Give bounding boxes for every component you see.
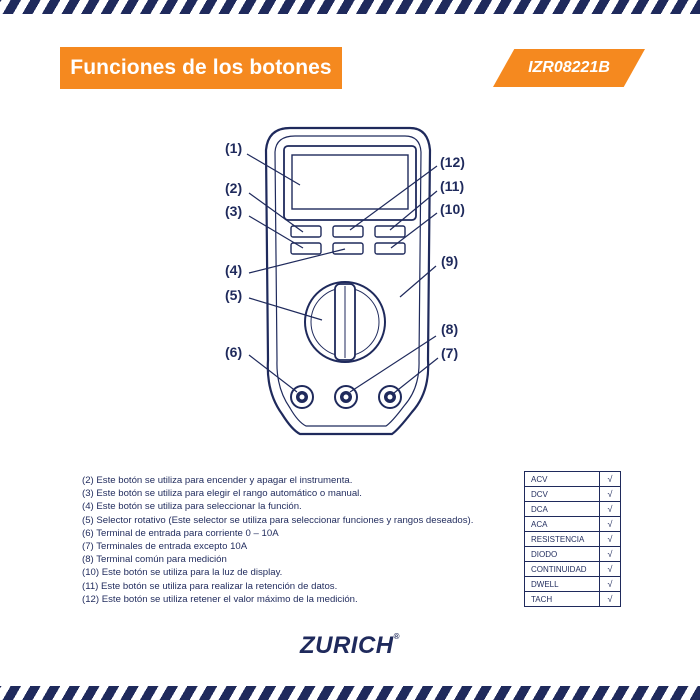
- button-power: [290, 225, 322, 238]
- table-row: ACV√: [524, 471, 621, 487]
- table-row: CONTINUIDAD√: [524, 561, 621, 577]
- table-row: DWELL√: [524, 576, 621, 592]
- function-name: DCV: [524, 486, 600, 502]
- description-item: (8) Terminal común para medición: [82, 554, 227, 566]
- description-item: (5) Selector rotativo (Este selector se …: [82, 514, 474, 526]
- callout-6: (6): [225, 344, 242, 360]
- lcd-screen: [291, 154, 409, 210]
- page-title: Funciones de los botones: [60, 47, 342, 89]
- button-hold: [374, 225, 406, 238]
- button-range: [290, 242, 322, 255]
- function-name: ACV: [524, 471, 600, 487]
- description-item: (7) Terminales de entrada excepto 10A: [82, 541, 248, 553]
- description-item: (6) Terminal de entrada para corriente 0…: [82, 527, 279, 539]
- brand-logo: ZURICH®: [0, 632, 700, 660]
- function-name: DIODO: [524, 546, 600, 562]
- table-row: TACH√: [524, 591, 621, 607]
- button-max: [332, 225, 364, 238]
- table-row: DIODO√: [524, 546, 621, 562]
- callout-2: (2): [225, 180, 242, 196]
- callout-8: (8): [441, 321, 458, 337]
- callout-4: (4): [225, 262, 242, 278]
- model-badge: IZR08221B: [493, 49, 645, 87]
- display-bezel: [283, 145, 417, 221]
- table-row: ACA√: [524, 516, 621, 532]
- callout-9: (9): [441, 253, 458, 269]
- description-item: (2) Este botón se utiliza para encender …: [82, 475, 353, 486]
- description-item: (12) Este botón se utiliza retener el va…: [82, 593, 358, 605]
- top-stripe-band: [0, 0, 700, 14]
- description-item: (4) Este botón se utiliza para seleccion…: [82, 501, 302, 513]
- check-mark: √: [599, 561, 621, 577]
- function-name: DCA: [524, 501, 600, 517]
- callout-11: (11): [440, 178, 464, 194]
- callout-10: (10): [440, 201, 465, 217]
- callout-1: (1): [225, 140, 242, 156]
- callout-12: (12): [440, 154, 465, 170]
- callout-5: (5): [225, 287, 242, 303]
- callout-7: (7): [441, 345, 458, 361]
- description-item: (10) Este botón se utiliza para la luz d…: [82, 567, 283, 579]
- check-mark: √: [599, 531, 621, 547]
- table-row: DCA√: [524, 501, 621, 517]
- function-name: ACA: [524, 516, 600, 532]
- table-row: DCV√: [524, 486, 621, 502]
- check-mark: √: [599, 501, 621, 517]
- function-name: RESISTENCIA: [524, 531, 600, 547]
- function-name: CONTINUIDAD: [524, 561, 600, 577]
- button-function: [332, 242, 364, 255]
- check-mark: √: [599, 576, 621, 592]
- multimeter-diagram: (1) (2) (3) (4) (5) (6) (7) (8) (9) (10)…: [225, 126, 465, 436]
- description-item: (11) Este botón se utiliza para realizar…: [82, 580, 338, 592]
- check-mark: √: [599, 591, 621, 607]
- button-backlight: [374, 242, 406, 255]
- bottom-stripe-band: [0, 686, 700, 700]
- check-mark: √: [599, 546, 621, 562]
- table-row: RESISTENCIA√: [524, 531, 621, 547]
- brand-name: ZURICH: [299, 632, 394, 659]
- button-descriptions: (2) Este botón se utiliza para encender …: [82, 474, 502, 606]
- functions-table: ACV√ DCV√ DCA√ ACA√ RESISTENCIA√ DIODO√ …: [524, 471, 621, 607]
- callout-3: (3): [225, 203, 242, 219]
- check-mark: √: [599, 471, 621, 487]
- check-mark: √: [599, 486, 621, 502]
- check-mark: √: [599, 516, 621, 532]
- description-item: (3) Este botón se utiliza para elegir el…: [82, 488, 362, 500]
- function-name: TACH: [524, 591, 600, 607]
- registered-mark: ®: [393, 632, 401, 641]
- function-name: DWELL: [524, 576, 600, 592]
